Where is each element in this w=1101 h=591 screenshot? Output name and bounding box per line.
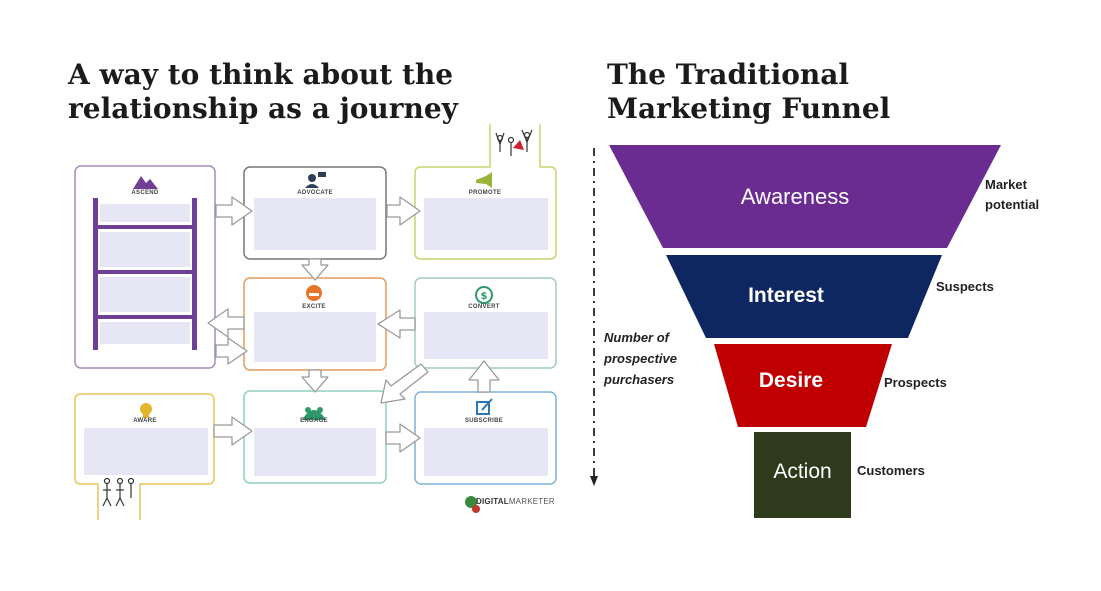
brand-logo-icon <box>465 496 480 513</box>
arrow-engage-to-subscribe <box>385 423 421 453</box>
dollar-cycle-icon: $ <box>475 286 493 304</box>
funnel-title: The Traditional Marketing Funnel <box>607 58 927 126</box>
funnel-title-line2: Marketing Funnel <box>607 92 891 125</box>
funnel-awareness-band <box>609 145 1001 248</box>
journey-title-line1: A way to think about the <box>68 58 454 91</box>
ascend-label: ASCEND <box>131 190 159 196</box>
arrow-convert-to-excite <box>377 309 416 339</box>
arrow-aware-to-engage <box>213 416 253 446</box>
funnel-title-line1: The Traditional <box>607 58 850 91</box>
advocate-icon <box>305 172 326 188</box>
arrow-excite-ascend-lower <box>215 337 248 365</box>
edit-icon <box>476 398 493 415</box>
megaphone-icon <box>476 172 492 188</box>
customers-label: Customers <box>857 463 925 478</box>
prospects-axis <box>590 148 598 486</box>
celebrating-people-icon <box>495 129 533 156</box>
brand-name-rest: MARKETER <box>508 497 555 506</box>
arrow-ascend-to-advocate <box>215 196 253 226</box>
journey-arrows <box>207 196 500 453</box>
funnel-awareness-label: Awareness <box>740 184 850 209</box>
subscribe-label: SUBSCRIBE <box>464 418 504 424</box>
axis-label-line3: purchasers <box>604 372 675 387</box>
market-potential-label: Market potential <box>985 175 1039 215</box>
suspects-label: Suspects <box>936 279 994 294</box>
mountain-icon <box>133 176 158 189</box>
excite-label: EXCITE <box>302 304 326 310</box>
axis-label: Number of prospective purchasers <box>604 327 704 390</box>
funnel-desire-band <box>714 344 892 427</box>
arrow-excite-to-ascend <box>207 308 245 338</box>
ladder-graphic <box>93 198 197 350</box>
engage-label: ENGAGE <box>300 418 328 424</box>
arrow-excite-to-engage <box>301 369 329 393</box>
brand-name-bold: DIGITAL <box>476 497 509 506</box>
aware-label: AWARE <box>133 418 157 424</box>
axis-label-line2: prospective <box>604 351 677 366</box>
engage-icon <box>302 407 326 420</box>
funnel-interest-band <box>666 255 942 338</box>
brand-name: DIGITALMARKETER <box>476 497 555 506</box>
prospects-label: Prospects <box>884 375 947 390</box>
funnel-action-label: Action <box>773 460 832 483</box>
aware-box <box>74 393 215 520</box>
promote-box <box>414 124 557 260</box>
funnel-action-band <box>754 432 851 518</box>
journey-title-line2: relationship as a journey <box>68 92 458 125</box>
promote-label: PROMOTE <box>468 190 502 196</box>
arrow-advocate-to-promote <box>386 196 421 226</box>
people-icon <box>102 477 135 507</box>
funnel-interest-label: Interest <box>748 284 824 307</box>
arrow-subscribe-to-convert <box>468 360 500 393</box>
market-potential-line2: potential <box>985 197 1040 212</box>
svg-text:$: $ <box>481 291 488 302</box>
funnel-desire-label: Desire <box>758 369 824 392</box>
convert-label: CONVERT <box>468 304 500 310</box>
advocate-label: ADVOCATE <box>297 190 333 196</box>
lightbulb-head-icon <box>140 403 152 418</box>
ascend-box <box>74 165 216 369</box>
arrow-convert-to-engage <box>380 363 429 404</box>
market-potential-line1: Market <box>985 177 1027 192</box>
smiley-icon <box>306 285 322 301</box>
arrow-advocate-to-excite <box>301 258 329 281</box>
journey-title: A way to think about the relationship as… <box>68 58 488 126</box>
axis-label-line1: Number of <box>604 330 669 345</box>
